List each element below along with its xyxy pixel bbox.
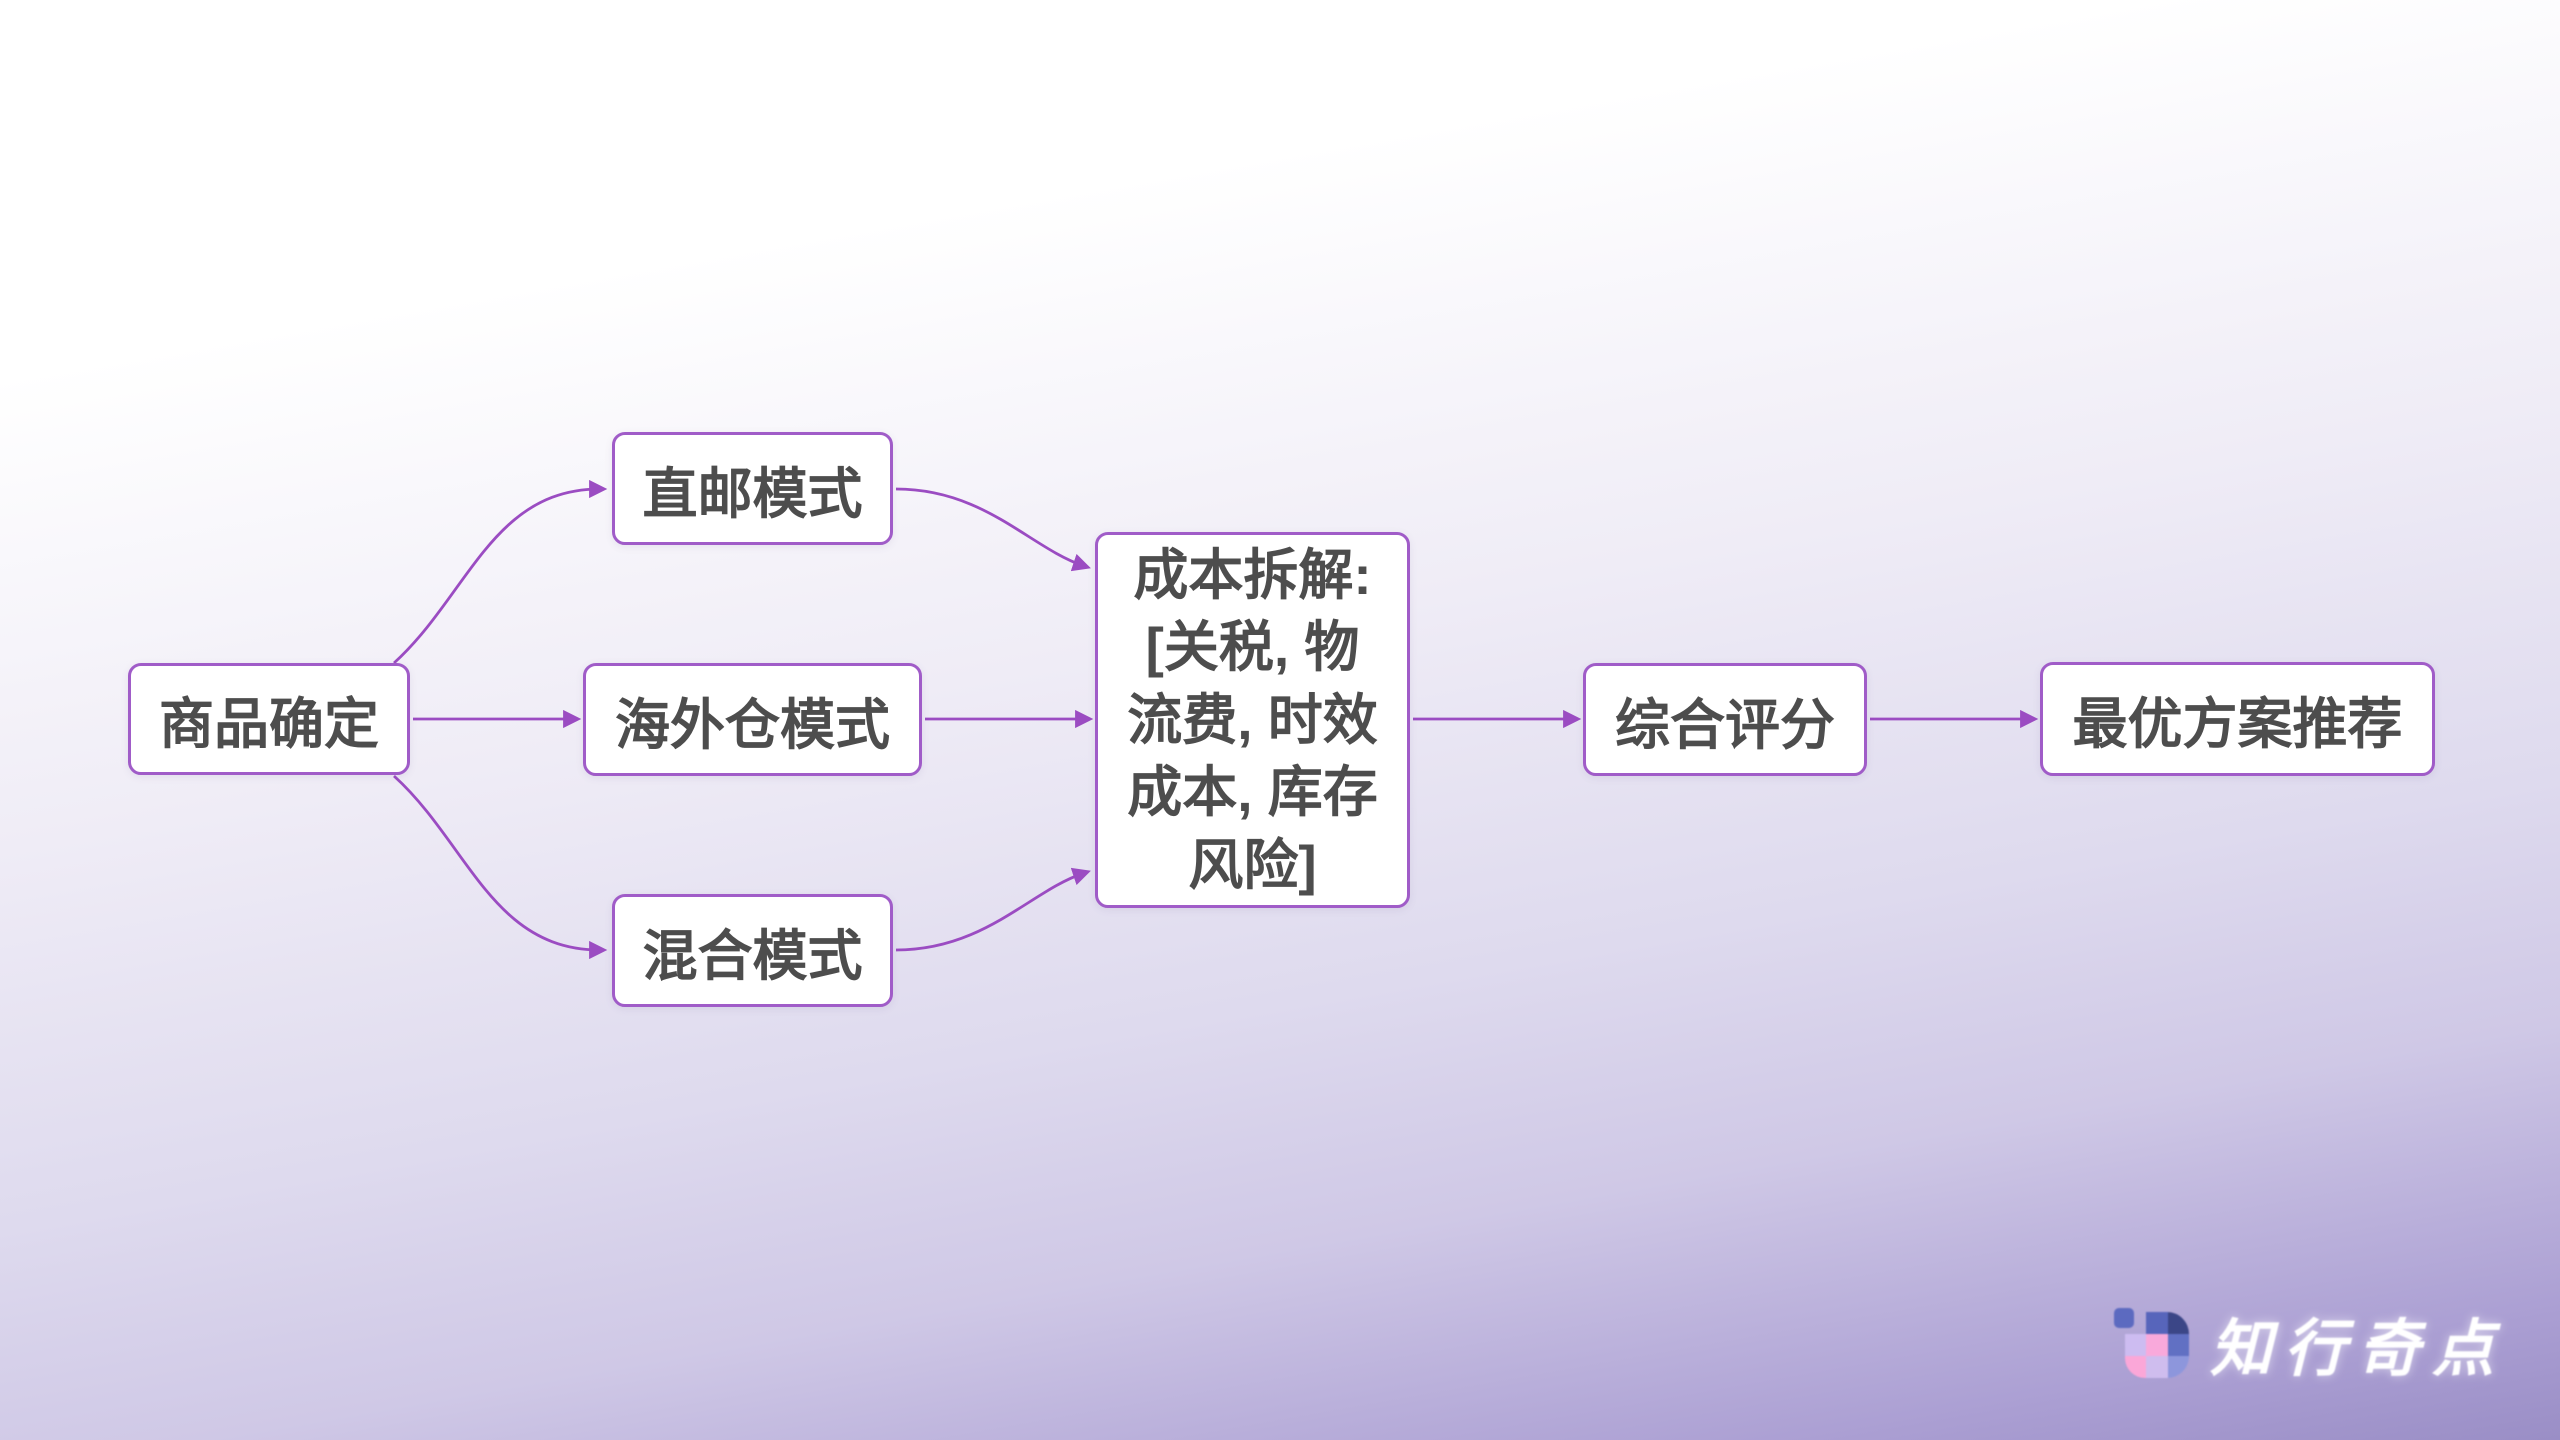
edge-start-direct <box>393 479 608 665</box>
edge-start-hybrid <box>393 774 608 960</box>
icon-cell <box>2146 1356 2168 1378</box>
node-label: 综合评分 <box>1614 693 1835 756</box>
icon-cell <box>2146 1312 2168 1334</box>
brand-grid-icon <box>2113 1308 2190 1378</box>
node-label: 海外仓模式 <box>614 693 890 756</box>
icon-cell <box>2124 1356 2147 1378</box>
brand-name: 知行奇点 <box>2209 1315 2506 1384</box>
node-product-determination: 商品确定 <box>128 663 410 775</box>
icon-cell <box>2167 1356 2189 1378</box>
node-overseas-warehouse-mode: 海外仓模式 <box>583 663 922 776</box>
brand-logo: 知行奇点 <box>2113 1298 2506 1388</box>
node-hybrid-mode: 混合模式 <box>612 894 893 1007</box>
node-label: 商品确定 <box>158 693 379 755</box>
node-label: 最优方案推荐 <box>2072 693 2403 755</box>
node-optimal-plan-recommendation: 最优方案推荐 <box>2040 662 2435 776</box>
node-composite-score: 综合评分 <box>1583 663 1867 776</box>
icon-cell <box>2113 1308 2134 1328</box>
icon-cell <box>2167 1334 2189 1356</box>
node-label: 直邮模式 <box>642 462 863 525</box>
node-cost-breakdown: 成本拆解:[关税, 物流费, 时效成本, 库存风险] <box>1095 532 1410 908</box>
node-label: 成本拆解:[关税, 物流费, 时效成本, 库存风险] <box>1127 543 1378 896</box>
icon-cell <box>2167 1312 2189 1334</box>
node-direct-mail-mode: 直邮模式 <box>612 432 893 545</box>
icon-cell <box>2146 1334 2168 1356</box>
icon-cell <box>2124 1334 2147 1356</box>
edge-hybrid-cost <box>895 867 1091 952</box>
node-label: 混合模式 <box>642 924 863 987</box>
edge-direct-cost <box>895 487 1091 572</box>
icon-cell <box>2125 1312 2146 1334</box>
